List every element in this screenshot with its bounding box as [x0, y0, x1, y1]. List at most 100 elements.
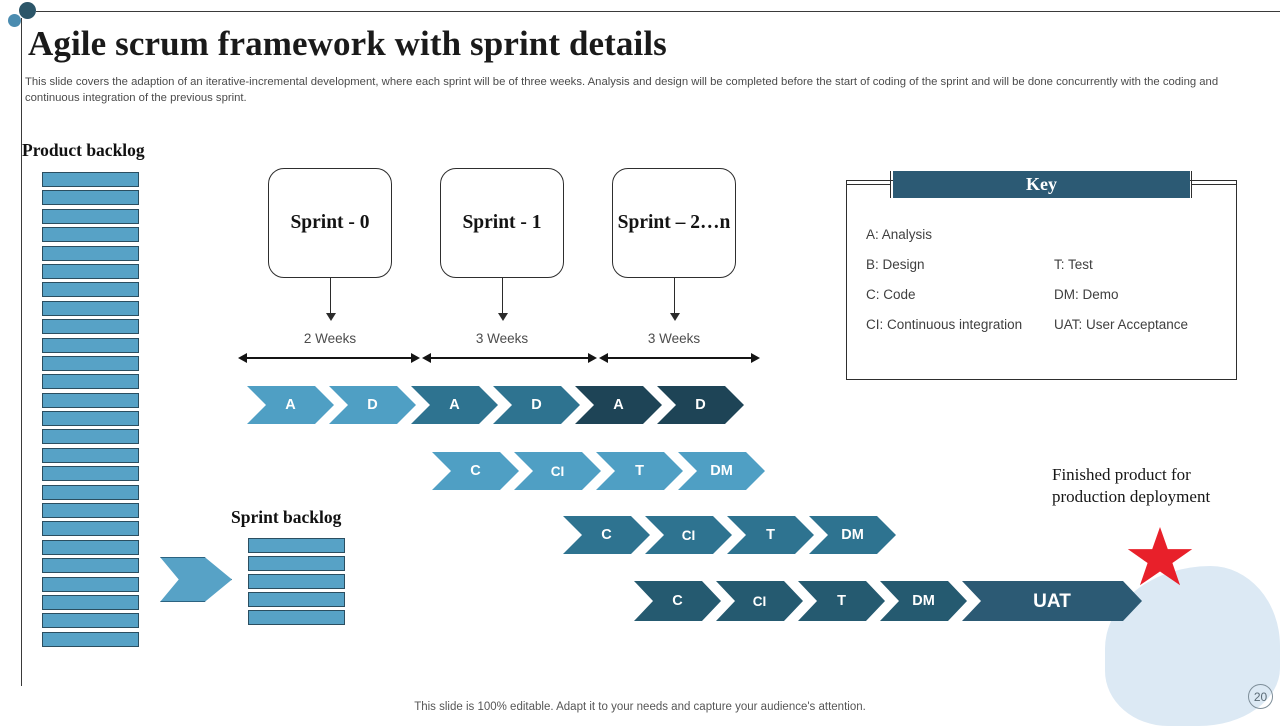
sprint-0-down-arrow-icon	[324, 278, 339, 321]
footer-note: This slide is 100% editable. Adapt it to…	[414, 701, 866, 713]
top-rule	[36, 11, 1280, 12]
phase-chevron-c[interactable]: C	[432, 452, 519, 490]
key-tick-right	[1191, 171, 1193, 198]
key-tick-left	[890, 171, 892, 198]
product-backlog-item	[42, 447, 139, 463]
product-backlog-item	[42, 190, 139, 206]
sprint-box-2[interactable]: Sprint – 2…n	[612, 168, 736, 278]
product-backlog-item	[42, 245, 139, 261]
timeline-segment-2	[599, 353, 760, 363]
phase-chevron-t[interactable]: T	[596, 452, 683, 490]
product-backlog-item	[42, 392, 139, 408]
phase-chevron-uat[interactable]: UAT	[962, 581, 1142, 621]
sprint-backlog-item	[248, 592, 345, 607]
phase-chevron-label: DM	[710, 462, 733, 479]
product-backlog-item	[42, 558, 139, 574]
key-title: Key	[893, 171, 1190, 198]
phase-chevron-d[interactable]: D	[493, 386, 580, 424]
phase-chevron-label: C	[681, 527, 692, 543]
phase-chevron-t[interactable]: T	[798, 581, 885, 621]
product-backlog-item	[42, 631, 139, 647]
phase-chevron-t[interactable]: T	[727, 516, 814, 554]
key-entry: T: Test	[1054, 257, 1093, 272]
product-backlog-title: Product backlog	[22, 140, 145, 160]
sprint-backlog-item	[248, 574, 345, 589]
product-backlog-item	[42, 208, 139, 224]
product-backlog-item	[42, 374, 139, 390]
key-entry: A: Analysis	[866, 227, 933, 242]
phase-chevron-a[interactable]: A	[411, 386, 498, 424]
phase-chevron-label: A	[449, 396, 460, 413]
phase-chevron-label: DM	[912, 592, 935, 609]
phase-chevron-dm[interactable]: DM	[809, 516, 896, 554]
phase-chevron-label: UAT	[1033, 590, 1071, 612]
sprint-2-duration: 3 Weeks	[647, 331, 701, 346]
product-backlog-item	[42, 411, 139, 427]
phase-chevron-dm[interactable]: DM	[880, 581, 967, 621]
phase-chevron-label: T	[635, 462, 644, 479]
product-backlog-item	[42, 539, 139, 555]
key-entry: UAT: User Acceptance	[1054, 317, 1189, 332]
decorative-dot-large	[19, 2, 36, 19]
phase-chevron-label: C	[470, 462, 481, 479]
phase-chevron-a[interactable]: A	[575, 386, 662, 424]
timeline-segment-1	[422, 353, 597, 363]
product-backlog-item	[42, 337, 139, 353]
sprint-backlog-item	[248, 538, 345, 553]
product-backlog-item	[42, 484, 139, 500]
sprint-2-down-arrow-icon	[668, 278, 683, 321]
sprint-1-down-arrow-icon	[496, 278, 511, 321]
sprint-backlog-item	[248, 610, 345, 625]
decorative-dot-small	[8, 14, 21, 27]
product-backlog-item	[42, 429, 139, 445]
sprint-backlog-item	[248, 556, 345, 571]
phase-chevron-label: I	[762, 593, 767, 609]
phase-chevron-d[interactable]: D	[657, 386, 744, 424]
timeline-segment-0	[238, 353, 420, 363]
phase-chevron-c[interactable]: C	[563, 516, 650, 554]
sprint-backlog-stack	[248, 538, 345, 625]
phase-chevron-c[interactable]: C	[634, 581, 721, 621]
phase-chevron-label: C	[672, 592, 683, 609]
product-backlog-item	[42, 466, 139, 482]
product-backlog-item	[42, 282, 139, 298]
product-backlog-item	[42, 613, 139, 629]
phase-chevron-label: C	[752, 593, 763, 609]
left-rule	[21, 18, 22, 686]
key-entry: CI: Continuous integration	[866, 317, 1023, 332]
product-backlog-item	[42, 227, 139, 243]
key-connector-left	[846, 184, 891, 186]
sprint-backlog-arrow-icon	[160, 557, 232, 602]
sprint-backlog-title: Sprint backlog	[231, 507, 342, 527]
phase-chevron-label: D	[531, 396, 542, 413]
product-backlog-item	[42, 355, 139, 371]
page-number-badge: 20	[1248, 684, 1273, 709]
product-backlog-item	[42, 576, 139, 592]
phase-chevron-a[interactable]: A	[247, 386, 334, 424]
sprint-0-duration: 2 Weeks	[303, 331, 357, 346]
key-panel	[846, 180, 1237, 380]
product-backlog-item	[42, 521, 139, 537]
phase-chevron-label: C	[601, 526, 612, 543]
phase-chevron-dm[interactable]: DM	[678, 452, 765, 490]
page-subtitle: This slide covers the adaption of an ite…	[25, 76, 1219, 104]
phase-chevron-label: A	[285, 396, 296, 413]
product-backlog-item	[42, 172, 139, 187]
sprint-box-1[interactable]: Sprint - 1	[440, 168, 564, 278]
sprint-1-duration: 3 Weeks	[475, 331, 529, 346]
phase-chevron-label: I	[691, 527, 696, 543]
key-entry: B: Design	[866, 257, 925, 272]
sprint-box-0[interactable]: Sprint - 0	[268, 168, 392, 278]
phase-chevron-d[interactable]: D	[329, 386, 416, 424]
product-backlog-item	[42, 319, 139, 335]
product-backlog-item	[42, 503, 139, 519]
product-backlog-stack	[42, 172, 139, 647]
product-backlog-item	[42, 300, 139, 316]
